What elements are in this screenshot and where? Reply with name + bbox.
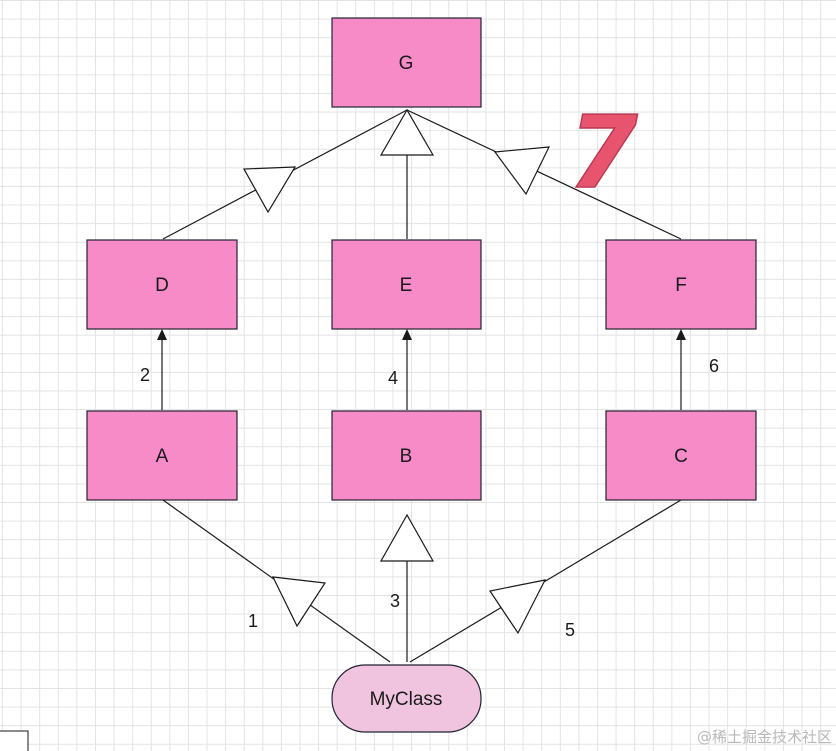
box-e[interactable] <box>331 239 482 330</box>
edge-label-2: 2 <box>140 365 150 385</box>
triangle-f-g <box>493 146 551 196</box>
watermark-text: @稀土掘金技术社区 <box>697 728 832 746</box>
box-f[interactable] <box>605 239 757 330</box>
label-a: A <box>156 446 169 467</box>
edge-label-3: 3 <box>390 591 400 611</box>
annotation-seven: 7 <box>568 94 638 211</box>
edge-label-6: 6 <box>709 356 719 376</box>
triangle-myclass-b <box>379 513 435 562</box>
triangle-myclass-c <box>489 579 547 635</box>
box-myclass[interactable] <box>331 664 482 733</box>
edge-label-5: 5 <box>565 620 575 640</box>
class-boxes <box>86 17 757 733</box>
triangle-myclass-a <box>271 576 327 628</box>
arrowhead-e <box>402 329 412 340</box>
node-labels: G D E F A B C MyClass <box>155 53 688 710</box>
edge-labels: 1 2 3 4 5 6 <box>140 356 719 640</box>
arrowhead-d <box>157 329 167 340</box>
inheritance-triangles <box>242 108 551 635</box>
arrowhead-f <box>676 329 686 340</box>
triangle-e-g <box>379 108 435 156</box>
edge-myclass-c <box>409 499 682 663</box>
box-d[interactable] <box>86 239 238 330</box>
label-myclass: MyClass <box>370 689 443 710</box>
corner-frame <box>0 730 29 751</box>
label-e: E <box>400 275 413 296</box>
edge-label-1: 1 <box>248 611 258 631</box>
label-f: F <box>675 275 687 296</box>
box-g[interactable] <box>331 17 482 108</box>
label-g: G <box>399 53 414 74</box>
edge-label-4: 4 <box>388 368 398 388</box>
label-b: B <box>400 446 413 467</box>
triangle-d-g <box>242 166 297 214</box>
label-d: D <box>155 275 169 296</box>
label-c: C <box>674 446 688 467</box>
box-c[interactable] <box>605 410 757 501</box>
arrowheads <box>157 329 686 340</box>
box-a[interactable] <box>86 410 238 501</box>
box-b[interactable] <box>331 410 482 501</box>
edge-f-g <box>406 109 682 240</box>
